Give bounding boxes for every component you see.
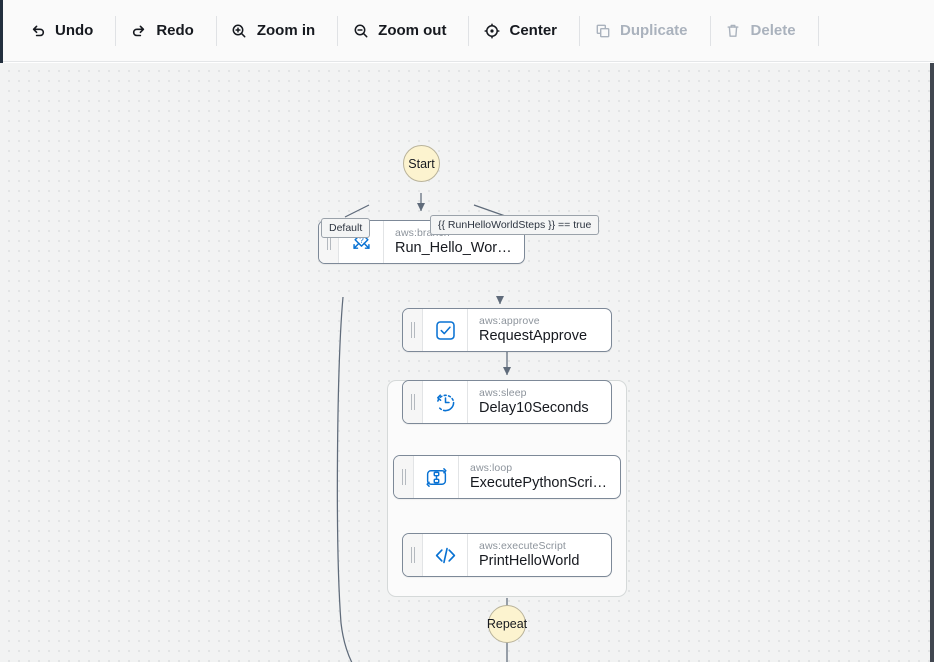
- step-card-loop[interactable]: aws:loop ExecutePythonScript3Times: [393, 455, 621, 499]
- right-edge-rail: [930, 63, 934, 662]
- delete-button[interactable]: Delete: [721, 18, 812, 43]
- zoom-in-label: Zoom in: [256, 22, 316, 39]
- toolbar-divider: [709, 15, 711, 46]
- redo-button[interactable]: Redo: [126, 18, 210, 43]
- svg-text:?: ?: [359, 235, 364, 244]
- edge-branch-to-default-label: [344, 204, 370, 218]
- zoom-out-button[interactable]: Zoom out: [348, 18, 462, 43]
- edge-label-default[interactable]: Default: [321, 218, 371, 238]
- canvas-toolbar: Undo Redo Zoom in: [3, 0, 934, 62]
- center-button[interactable]: Center: [479, 18, 573, 43]
- toolbar-divider: [337, 15, 339, 46]
- toolbar-divider: [468, 15, 470, 46]
- loop-icon: [414, 456, 459, 498]
- step-card-text: aws:sleep Delay10Seconds: [468, 381, 611, 423]
- edge-label-text: {{ RunHelloWorldSteps }} == true: [438, 219, 592, 231]
- workflow-canvas[interactable]: Start ? aws:branch Run_: [0, 63, 930, 662]
- left-edge-rail: [0, 0, 3, 63]
- delete-label: Delete: [750, 22, 796, 39]
- code-icon: [423, 534, 468, 576]
- repeat-node[interactable]: Repeat: [486, 605, 528, 643]
- drag-handle-icon[interactable]: [394, 456, 414, 498]
- step-kind: aws:sleep: [479, 387, 527, 399]
- step-card-text: aws:approve RequestApprove: [468, 309, 611, 351]
- step-card-execute-script[interactable]: aws:executeScript PrintHelloWorld: [402, 533, 612, 577]
- redo-icon: [130, 22, 147, 39]
- start-node[interactable]: Start: [403, 145, 440, 182]
- drag-handle-icon[interactable]: [403, 534, 423, 576]
- edge-label-text: Default: [329, 222, 363, 234]
- step-name: ExecutePythonScript3Times: [470, 475, 610, 491]
- edge-default-to-end: [336, 296, 353, 662]
- zoom-out-icon: [352, 22, 369, 39]
- undo-label: Undo: [55, 22, 94, 39]
- sleep-icon: [423, 381, 468, 423]
- duplicate-label: Duplicate: [620, 22, 688, 39]
- edge-label-condition[interactable]: {{ RunHelloWorldSteps }} == true: [430, 215, 600, 235]
- step-card-text: aws:executeScript PrintHelloWorld: [468, 534, 611, 576]
- center-icon: [483, 22, 500, 39]
- toolbar-divider: [215, 15, 217, 46]
- drag-handle-icon[interactable]: [403, 309, 423, 351]
- step-name: PrintHelloWorld: [479, 553, 580, 569]
- step-name: Delay10Seconds: [479, 400, 589, 416]
- trash-icon: [725, 22, 742, 39]
- drag-handle-icon[interactable]: [403, 381, 423, 423]
- start-node-label: Start: [408, 156, 435, 171]
- undo-icon: [29, 22, 46, 39]
- duplicate-icon: [594, 22, 611, 39]
- step-kind: aws:loop: [470, 462, 513, 474]
- approve-icon: [423, 309, 468, 351]
- step-kind: aws:executeScript: [479, 540, 566, 552]
- step-name: RequestApprove: [479, 328, 588, 344]
- step-card-approve[interactable]: aws:approve RequestApprove: [402, 308, 612, 352]
- zoom-out-label: Zoom out: [378, 22, 447, 39]
- zoom-in-button[interactable]: Zoom in: [227, 18, 331, 43]
- step-card-text: aws:loop ExecutePythonScript3Times: [459, 456, 620, 498]
- redo-label: Redo: [156, 22, 194, 39]
- step-name: Run_Hello_World_Steps: [395, 240, 514, 256]
- center-label: Center: [509, 22, 557, 39]
- undo-button[interactable]: Undo: [25, 18, 109, 43]
- zoom-in-icon: [231, 22, 248, 39]
- step-card-sleep[interactable]: aws:sleep Delay10Seconds: [402, 380, 612, 424]
- toolbar-divider: [115, 15, 117, 46]
- node-layer: Start ? aws:branch Run_: [0, 63, 930, 662]
- repeat-node-label: Repeat: [486, 617, 528, 631]
- toolbar-divider: [817, 15, 819, 46]
- duplicate-button[interactable]: Duplicate: [590, 18, 704, 43]
- toolbar-divider: [579, 15, 580, 46]
- step-kind: aws:approve: [479, 315, 540, 327]
